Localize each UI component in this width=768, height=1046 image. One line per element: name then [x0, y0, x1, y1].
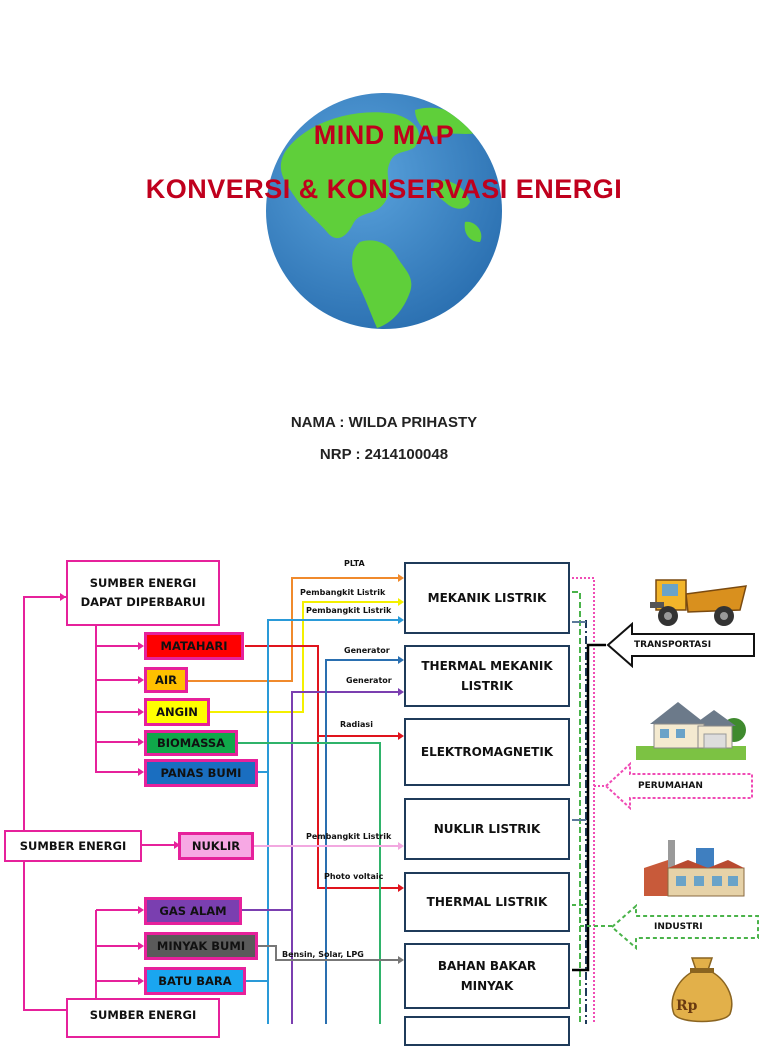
perumahan-label: PERUMAHAN — [638, 781, 703, 791]
title-line-1: MIND MAP — [313, 120, 455, 150]
globe-image — [266, 93, 502, 329]
elektromagnetik-label: ELEKTROMAGNETIK — [420, 745, 554, 759]
energy-source-box: SUMBER ENERGI — [4, 830, 142, 862]
elektromagnetik-box: ELEKTROMAGNETIK — [404, 718, 570, 786]
batu-bara-item: BATU BARA — [144, 967, 246, 995]
nuklir-listrik-label: NUKLIR LISTRIK — [433, 822, 541, 836]
industri-arrow — [610, 904, 759, 950]
renewable-energy-label: SUMBER ENERGI DAPAT DIPERBARUI — [80, 576, 206, 609]
matahari-item: MATAHARI — [144, 632, 244, 660]
nuklir-listrik-box: NUKLIR LISTRIK — [404, 798, 570, 860]
energy-source-label: SUMBER ENERGI — [19, 838, 127, 853]
author-nrp: NRP : 2414100048 — [319, 446, 449, 463]
air-item: AIR — [144, 667, 188, 693]
bottom-energy-source-box: SUMBER ENERGI — [66, 998, 220, 1038]
mind-map-connectors — [8, 574, 612, 1024]
pembangkit-label-2: Pembangkit Listrik — [306, 606, 392, 615]
nuklir-item: NUKLIR — [178, 832, 254, 860]
transportasi-label: TRANSPORTASI — [634, 640, 712, 650]
rupiah-label: Rp — [676, 998, 698, 1014]
perumahan-arrow — [604, 762, 753, 810]
transportasi-arrow — [606, 622, 755, 668]
angin-item: ANGIN — [144, 698, 210, 726]
generator-label-1: Generator — [344, 646, 390, 655]
money-bag-icon — [671, 957, 733, 1023]
mekanik-listrik-label: MEKANIK LISTRIK — [427, 591, 547, 605]
bahan-bakar-label: BAHAN BAKAR MINYAK — [437, 959, 537, 993]
bensin-label: Bensin, Solar, LPG — [282, 950, 364, 959]
bottom-energy-source-label: SUMBER ENERGI — [89, 1008, 197, 1022]
generator-label-2: Generator — [346, 676, 392, 685]
author-name: NAMA : WILDA PRIHASTY — [290, 414, 478, 431]
dump-truck-icon — [650, 579, 747, 626]
radiasi-label: Radiasi — [340, 720, 373, 729]
gas-alam-item: GAS ALAM — [144, 897, 242, 925]
thermal-mekanik-label: THERMAL MEKANIK LISTRIK — [421, 659, 553, 693]
thermal-listrik-box: THERMAL LISTRIK — [404, 872, 570, 932]
pembangkit-label-3: Pembangkit Listrik — [306, 832, 392, 841]
partial-conversion-box — [404, 1016, 570, 1046]
plta-label: PLTA — [344, 559, 365, 568]
industri-label: INDUSTRI — [654, 922, 703, 932]
mekanik-listrik-box: MEKANIK LISTRIK — [404, 562, 570, 634]
panas-bumi-item: PANAS BUMI — [144, 759, 258, 787]
title-line-2: KONVERSI & KONSERVASI ENERGI — [145, 174, 623, 204]
renewable-energy-box: SUMBER ENERGI DAPAT DIPERBARUI — [66, 560, 220, 626]
house-icon — [636, 702, 746, 760]
thermal-listrik-label: THERMAL LISTRIK — [426, 895, 548, 909]
pembangkit-label-1: Pembangkit Listrik — [300, 588, 386, 597]
minyak-bumi-item: MINYAK BUMI — [144, 932, 258, 960]
factory-icon — [644, 840, 745, 897]
photo-voltaic-label: Photo voltaic — [324, 872, 384, 881]
bahan-bakar-box: BAHAN BAKAR MINYAK — [404, 943, 570, 1009]
thermal-mekanik-box: THERMAL MEKANIK LISTRIK — [404, 645, 570, 707]
biomassa-item: BIOMASSA — [144, 730, 238, 756]
